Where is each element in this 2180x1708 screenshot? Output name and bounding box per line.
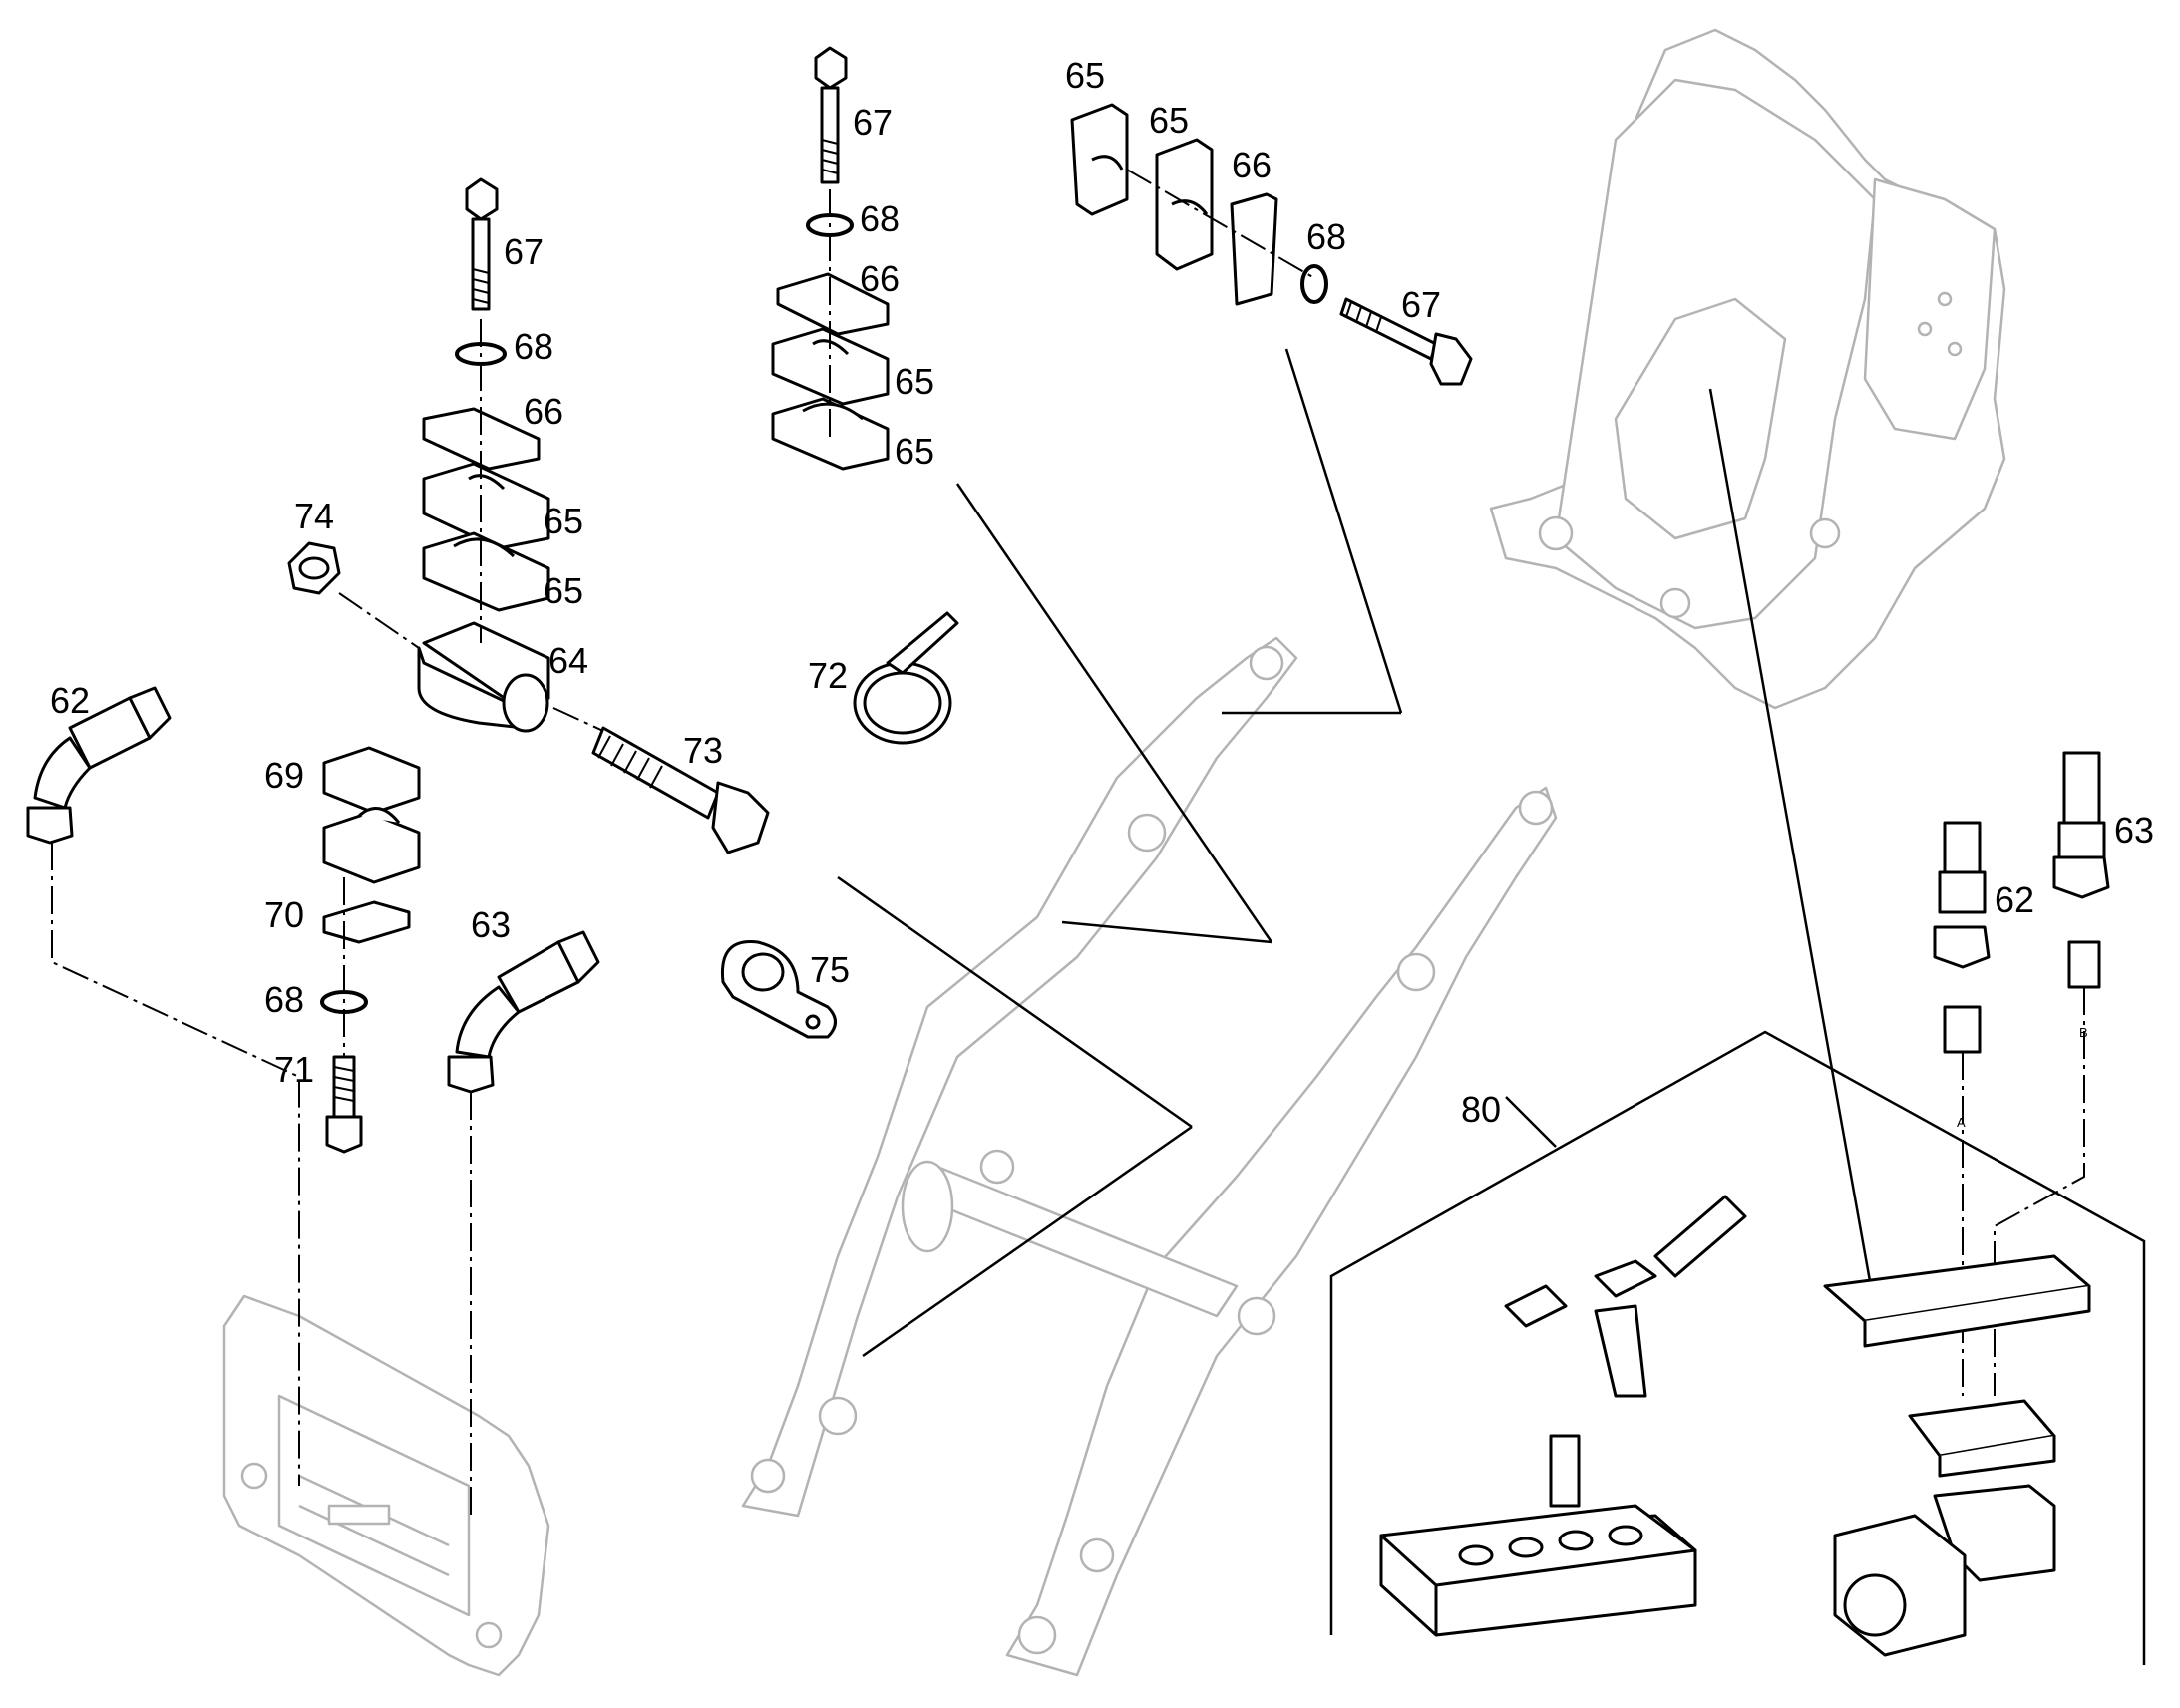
callout-65-left-upper: 65	[544, 501, 583, 541]
loader-frame	[1489, 28, 2006, 710]
callout-68-middle: 68	[860, 198, 900, 239]
clamp-half-65-right-b	[1155, 138, 1214, 271]
clamp-half-65-left-lower	[422, 531, 550, 612]
callout-72: 72	[808, 655, 848, 696]
nut-74	[287, 541, 341, 595]
callout-80: 80	[1461, 1089, 1501, 1130]
cable-tie-72	[853, 611, 959, 745]
callout-73: 73	[683, 730, 723, 771]
callout-67-right: 67	[1401, 284, 1441, 325]
hose-fitting-62-right	[1933, 821, 1991, 1054]
bolt-67-middle	[814, 46, 848, 184]
callout-65-right-a: 65	[1065, 55, 1105, 96]
callout-62-left: 62	[50, 680, 90, 721]
callout-66-right: 66	[1232, 145, 1272, 185]
bolt-67-left	[465, 177, 499, 311]
hose-fitting-63-left	[447, 930, 600, 1094]
bolt-73	[591, 726, 770, 854]
bolt-67-right	[1339, 297, 1473, 386]
washer-68-right	[1300, 264, 1328, 304]
clamp-half-65-right-a	[1070, 103, 1129, 216]
callout-68-right: 68	[1306, 216, 1346, 257]
callout-64: 64	[548, 640, 588, 681]
plate-66-right	[1230, 192, 1278, 306]
callout-65-middle-upper: 65	[895, 361, 934, 402]
callout-66-middle: 66	[860, 258, 900, 299]
clamp-half-65-left-upper	[422, 462, 550, 550]
port-label-a: A	[1957, 1115, 1966, 1130]
callout-65-left-lower: 65	[544, 570, 583, 611]
clamp-block-69	[322, 746, 421, 884]
callout-67-left: 67	[504, 231, 544, 272]
p-clip-75	[720, 940, 837, 1039]
plate-66-middle	[776, 272, 890, 336]
callout-74: 74	[294, 496, 334, 536]
solenoid-valve	[1823, 1254, 2091, 1657]
callout-63-left: 63	[471, 904, 511, 945]
callout-71: 71	[274, 1049, 314, 1090]
callout-65-middle-lower: 65	[895, 431, 934, 472]
callout-68-clamp: 68	[264, 979, 304, 1020]
callout-69: 69	[264, 755, 304, 796]
callout-66-left: 66	[524, 391, 563, 432]
hose-fitting-62-left	[26, 686, 172, 845]
callout-70: 70	[264, 894, 304, 935]
bushing-64	[417, 621, 550, 733]
callout-63-right: 63	[2114, 810, 2154, 851]
plate-70	[322, 900, 411, 944]
callout-68-left: 68	[514, 326, 553, 367]
callout-62-right: 62	[1995, 879, 2034, 920]
callout-75: 75	[810, 949, 850, 990]
hose-fitting-63-right	[2052, 751, 2110, 989]
loader-boom	[741, 636, 1558, 1677]
plate-66-left	[422, 407, 541, 471]
callout-67-middle: 67	[853, 102, 893, 143]
control-valve-80	[1379, 1195, 1747, 1637]
port-label-b: B	[2079, 1025, 2088, 1040]
callout-labels: 62 63 64 65 65 66 67 68 69 70 68 71 74 6…	[50, 55, 2154, 1130]
bolt-71	[325, 1055, 363, 1154]
leader-lines	[837, 348, 2146, 1665]
callout-65-right-b: 65	[1149, 100, 1189, 141]
quick-coupler	[222, 1294, 550, 1677]
